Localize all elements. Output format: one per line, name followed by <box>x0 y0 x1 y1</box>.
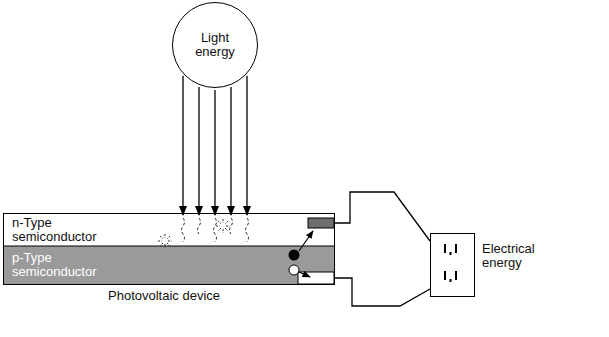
electron <box>289 250 300 261</box>
node-label: p-Type semiconductor <box>12 251 108 279</box>
light-ray-arrow <box>230 87 231 215</box>
node-label: Light energy <box>182 31 248 59</box>
photon-paths <box>182 218 249 242</box>
outlet-sockets <box>444 244 457 282</box>
wire <box>334 192 430 241</box>
light-ray-arrow <box>182 76 183 215</box>
bottom-contact <box>298 272 334 284</box>
photovoltaic-device: Photovoltaic devicen-Type semiconductorp… <box>3 213 335 285</box>
node-label: Electrical energy <box>482 242 554 270</box>
node-label: n-Type semiconductor <box>12 216 108 244</box>
electron-arrow <box>299 231 313 251</box>
light-ray-arrow <box>214 90 215 215</box>
n-layer-fill <box>4 214 334 246</box>
hole <box>289 265 299 275</box>
top-contact <box>308 218 334 228</box>
electrical-outlet: Electrical energy <box>430 233 475 297</box>
energy-bursts <box>158 219 230 248</box>
light-source-circle: Light energy <box>172 2 258 88</box>
light-ray-arrow <box>246 76 247 215</box>
p-layer-fill <box>4 246 334 284</box>
node-label: Photovoltaic device <box>108 289 220 303</box>
light-ray-arrow <box>198 87 199 215</box>
wire <box>334 278 430 306</box>
hole-arrow <box>299 272 310 277</box>
p-type-layer: p-Type semiconductor <box>4 246 334 284</box>
junction-line <box>4 246 334 247</box>
n-type-layer: n-Type semiconductor <box>4 214 334 246</box>
